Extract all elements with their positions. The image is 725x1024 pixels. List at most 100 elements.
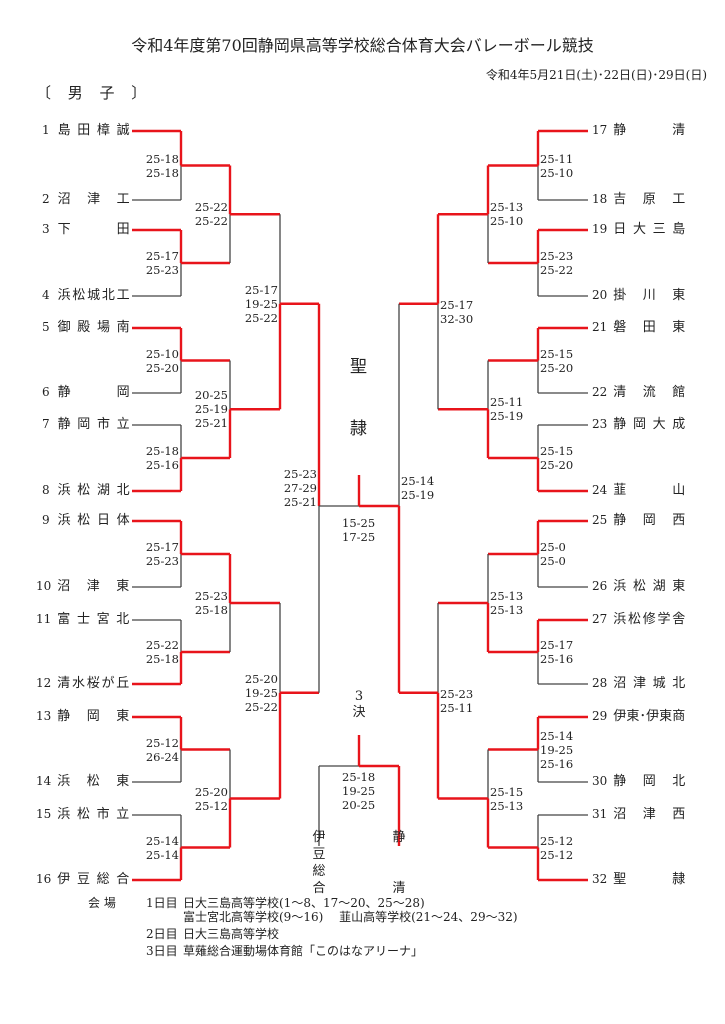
team-name: 磐田東	[613, 320, 686, 335]
team-entry: 11 富士宮北	[36, 611, 129, 627]
team-seed: 12	[36, 676, 52, 690]
venue-label: 会 場	[88, 896, 116, 910]
team-name: 静岡西	[613, 513, 686, 528]
team-name: 掛川東	[613, 288, 686, 303]
set-score: 25-10	[490, 214, 524, 229]
team-seed: 30	[592, 774, 608, 788]
set-score: 25-14	[145, 833, 179, 848]
set-score: 25-23	[145, 263, 179, 277]
set-score: 25-10	[540, 165, 574, 180]
page-title: 令和4年度第70回静岡県高等学校総合体育大会バレーボール競技	[131, 36, 594, 55]
set-score: 25-0	[540, 554, 566, 568]
champion-name-char: 聖	[350, 357, 367, 377]
team-seed: 11	[36, 612, 52, 626]
set-score: 19-25	[540, 742, 574, 757]
set-score: 25-14	[401, 474, 435, 488]
division-label: 〔 男 子 〕	[36, 84, 153, 102]
team-seed: 26	[592, 579, 608, 593]
set-score: 25-11	[490, 395, 524, 410]
set-score: 25-22	[145, 638, 179, 652]
set-score: 15-25	[342, 516, 376, 530]
venue-location: 日大三島高等学校	[183, 927, 280, 941]
set-score: 25-12	[540, 847, 574, 862]
team-seed: 10	[36, 579, 52, 593]
team-name: 静岡東	[57, 709, 130, 724]
set-score: 25-16	[145, 458, 179, 472]
set-score: 19-25	[244, 685, 278, 700]
team-seed: 9	[42, 513, 50, 527]
team-seed: 19	[592, 222, 608, 236]
set-score: 25-13	[490, 603, 524, 617]
set-score: 25-22	[194, 214, 228, 229]
set-score: 25-18	[342, 770, 376, 784]
team-entry: 3 下田	[42, 221, 130, 237]
set-score: 25-17	[145, 249, 179, 263]
tournament-dates: 令和4年5月21日(土)･22日(日)･29日(日)	[485, 68, 707, 82]
team-seed: 14	[36, 774, 52, 788]
team-name: 下田	[57, 222, 130, 237]
set-score: 25-18	[145, 444, 179, 458]
team-name: 浜松修学舎	[613, 612, 686, 627]
set-score: 32-30	[440, 311, 474, 326]
set-score: 25-10	[145, 346, 179, 361]
set-score: 25-22	[194, 200, 228, 215]
set-score: 25-22	[540, 263, 574, 277]
set-score: 25-16	[540, 756, 574, 771]
team-seed: 3	[42, 222, 50, 236]
team-seed: 4	[42, 288, 50, 302]
team-name: 沼津工	[57, 192, 130, 207]
set-score: 25-17	[440, 297, 474, 312]
set-score: 25-20	[194, 784, 228, 799]
team-name: 島田樟誠	[57, 123, 130, 138]
set-score: 25-17	[540, 638, 574, 652]
set-score: 25-12	[145, 735, 179, 750]
team-entry: 14 浜松東	[36, 773, 129, 789]
set-score: 25-16	[540, 652, 574, 666]
third-place-right-team-char: 静	[392, 830, 406, 845]
team-seed: 6	[42, 385, 50, 399]
set-score: 25-13	[490, 798, 524, 813]
set-score: 25-18	[145, 151, 179, 166]
team-seed: 23	[592, 417, 608, 431]
venue-location: 日大三島高等学校(1～8、17～20、25～28)	[183, 896, 425, 910]
set-score: 25-12	[540, 833, 574, 848]
venue-location: 富士宮北高等学校(9～16) 韮山高等学校(21～24、29～32)	[183, 910, 518, 924]
team-seed: 21	[592, 320, 608, 334]
set-score: 20-25	[194, 388, 228, 403]
team-seed: 25	[592, 513, 608, 527]
team-name: 聖隷	[613, 872, 686, 887]
team-name: 沼津東	[57, 579, 130, 594]
team-entry: 25 静岡西	[592, 512, 685, 528]
team-name: 清水桜が丘	[57, 676, 130, 691]
team-name: 浜松城北工	[57, 288, 130, 303]
team-name: 浜松東	[57, 774, 130, 789]
set-score: 25-18	[145, 165, 179, 180]
team-name: 富士宮北	[57, 612, 130, 627]
